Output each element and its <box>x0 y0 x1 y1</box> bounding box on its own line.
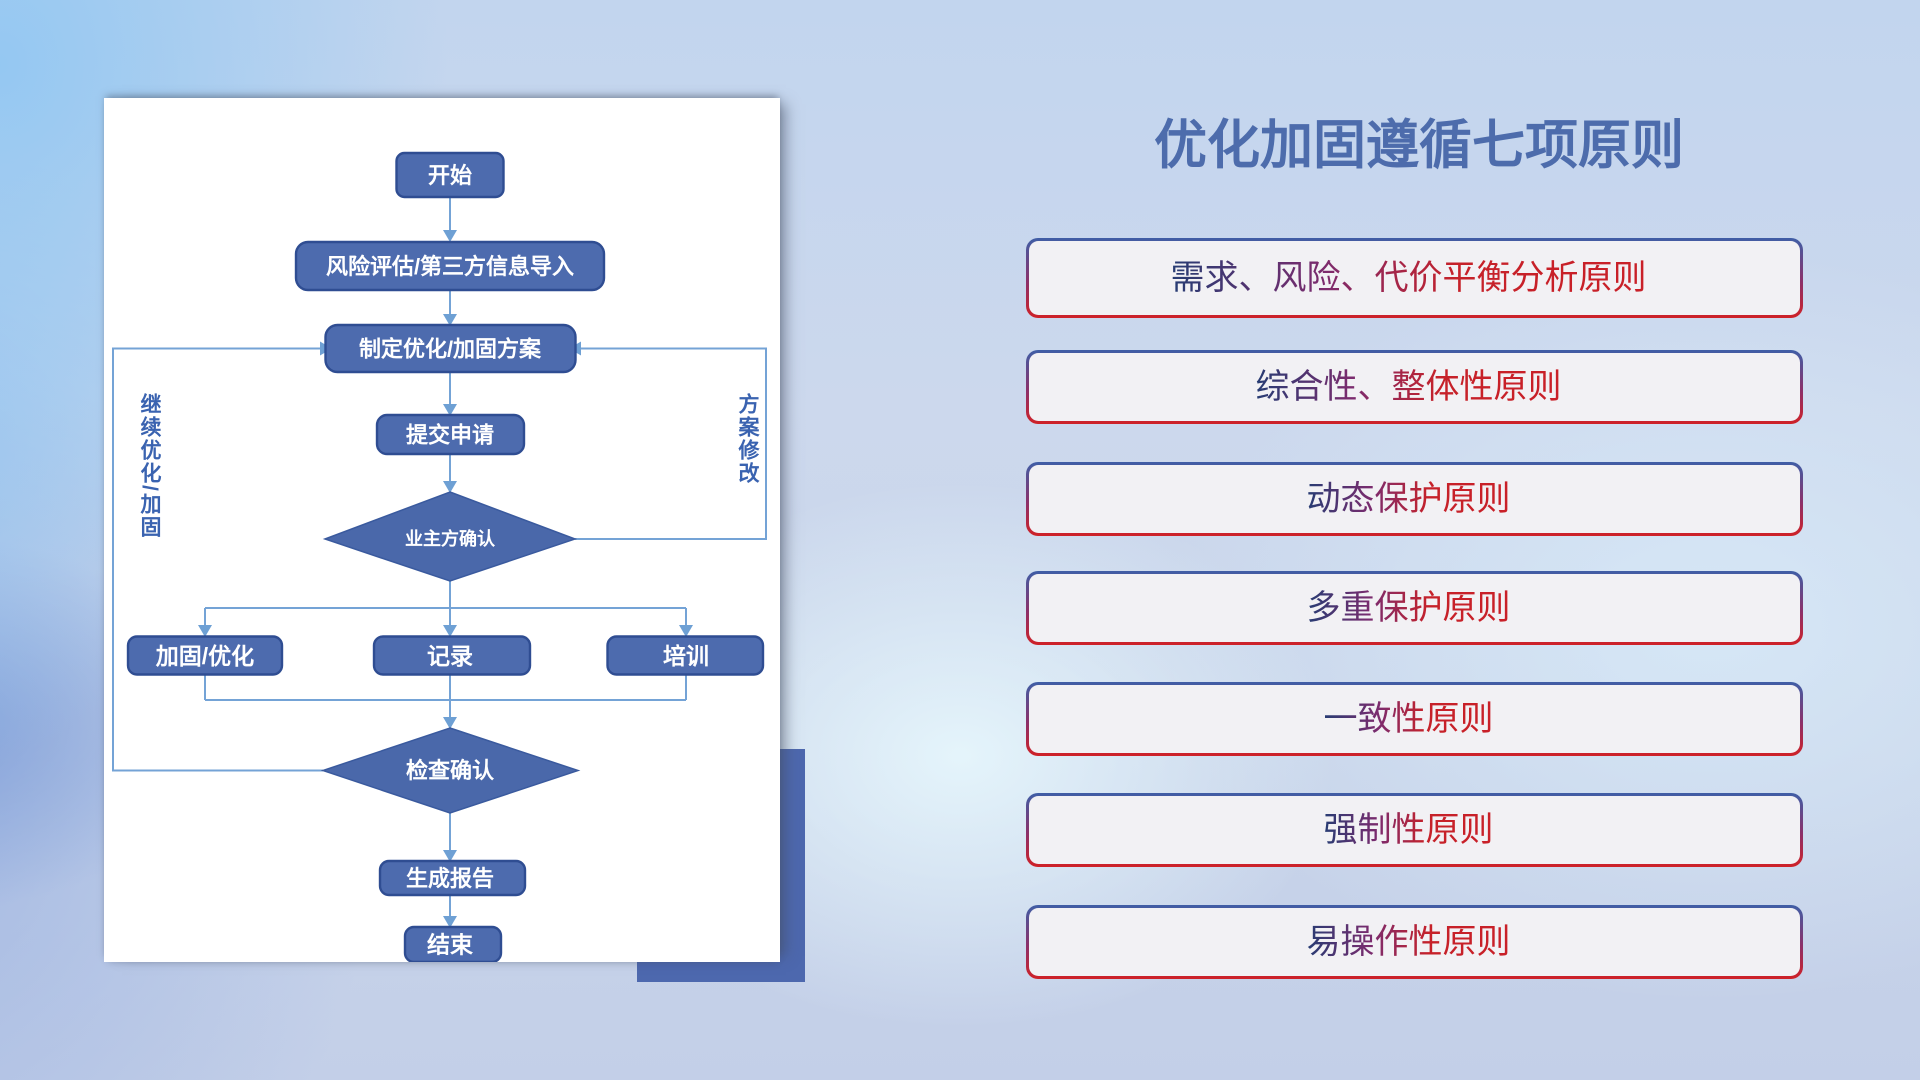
svg-text:提交申请: 提交申请 <box>406 423 494 448</box>
svg-text:培训: 培训 <box>663 643 709 669</box>
svg-text:检查确认: 检查确认 <box>406 758 494 783</box>
svg-text:风险评估/第三方信息导入: 风险评估/第三方信息导入 <box>326 254 574 279</box>
svg-text:业主方确认: 业主方确认 <box>405 528 496 549</box>
svg-text:结束: 结束 <box>427 932 474 958</box>
svg-text:加固/优化: 加固/优化 <box>155 643 254 669</box>
svg-text:记录: 记录 <box>427 643 473 669</box>
svg-text:开始: 开始 <box>428 163 472 188</box>
svg-text:制定优化/加固方案: 制定优化/加固方案 <box>359 337 542 362</box>
svg-text:生成报告: 生成报告 <box>406 866 494 891</box>
